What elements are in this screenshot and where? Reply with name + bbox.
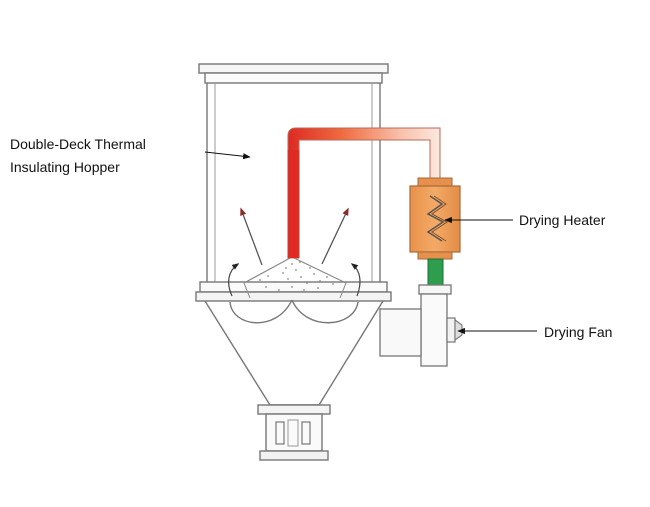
fan-label: Drying Fan bbox=[544, 324, 613, 340]
airflow-curl-left bbox=[228, 263, 240, 297]
hopper-body bbox=[206, 83, 381, 282]
fan-connector-pipe bbox=[427, 258, 444, 286]
hopper-cone bbox=[204, 300, 384, 406]
heater-coil-icon bbox=[426, 195, 445, 242]
hopper-label: Double-Deck Thermal Insulating Hopper bbox=[10, 133, 146, 179]
airflow-arrow-left bbox=[240, 207, 263, 266]
heater-label: Drying Heater bbox=[519, 212, 606, 228]
drying-heater bbox=[409, 177, 461, 260]
hopper-label-line1: Double-Deck Thermal bbox=[10, 136, 146, 152]
hopper-flange bbox=[195, 281, 392, 302]
granule-speckles bbox=[259, 261, 334, 293]
airflow-arrow-right bbox=[321, 207, 349, 265]
hopper-label-line2: Insulating Hopper bbox=[10, 159, 120, 175]
airflow-curl-right bbox=[350, 263, 361, 297]
hopper-leader-arrow bbox=[204, 151, 251, 160]
drying-fan bbox=[379, 284, 463, 367]
hopper-outlet bbox=[257, 404, 331, 461]
hopper-lid bbox=[198, 63, 389, 84]
airflow-arrows bbox=[228, 207, 361, 297]
